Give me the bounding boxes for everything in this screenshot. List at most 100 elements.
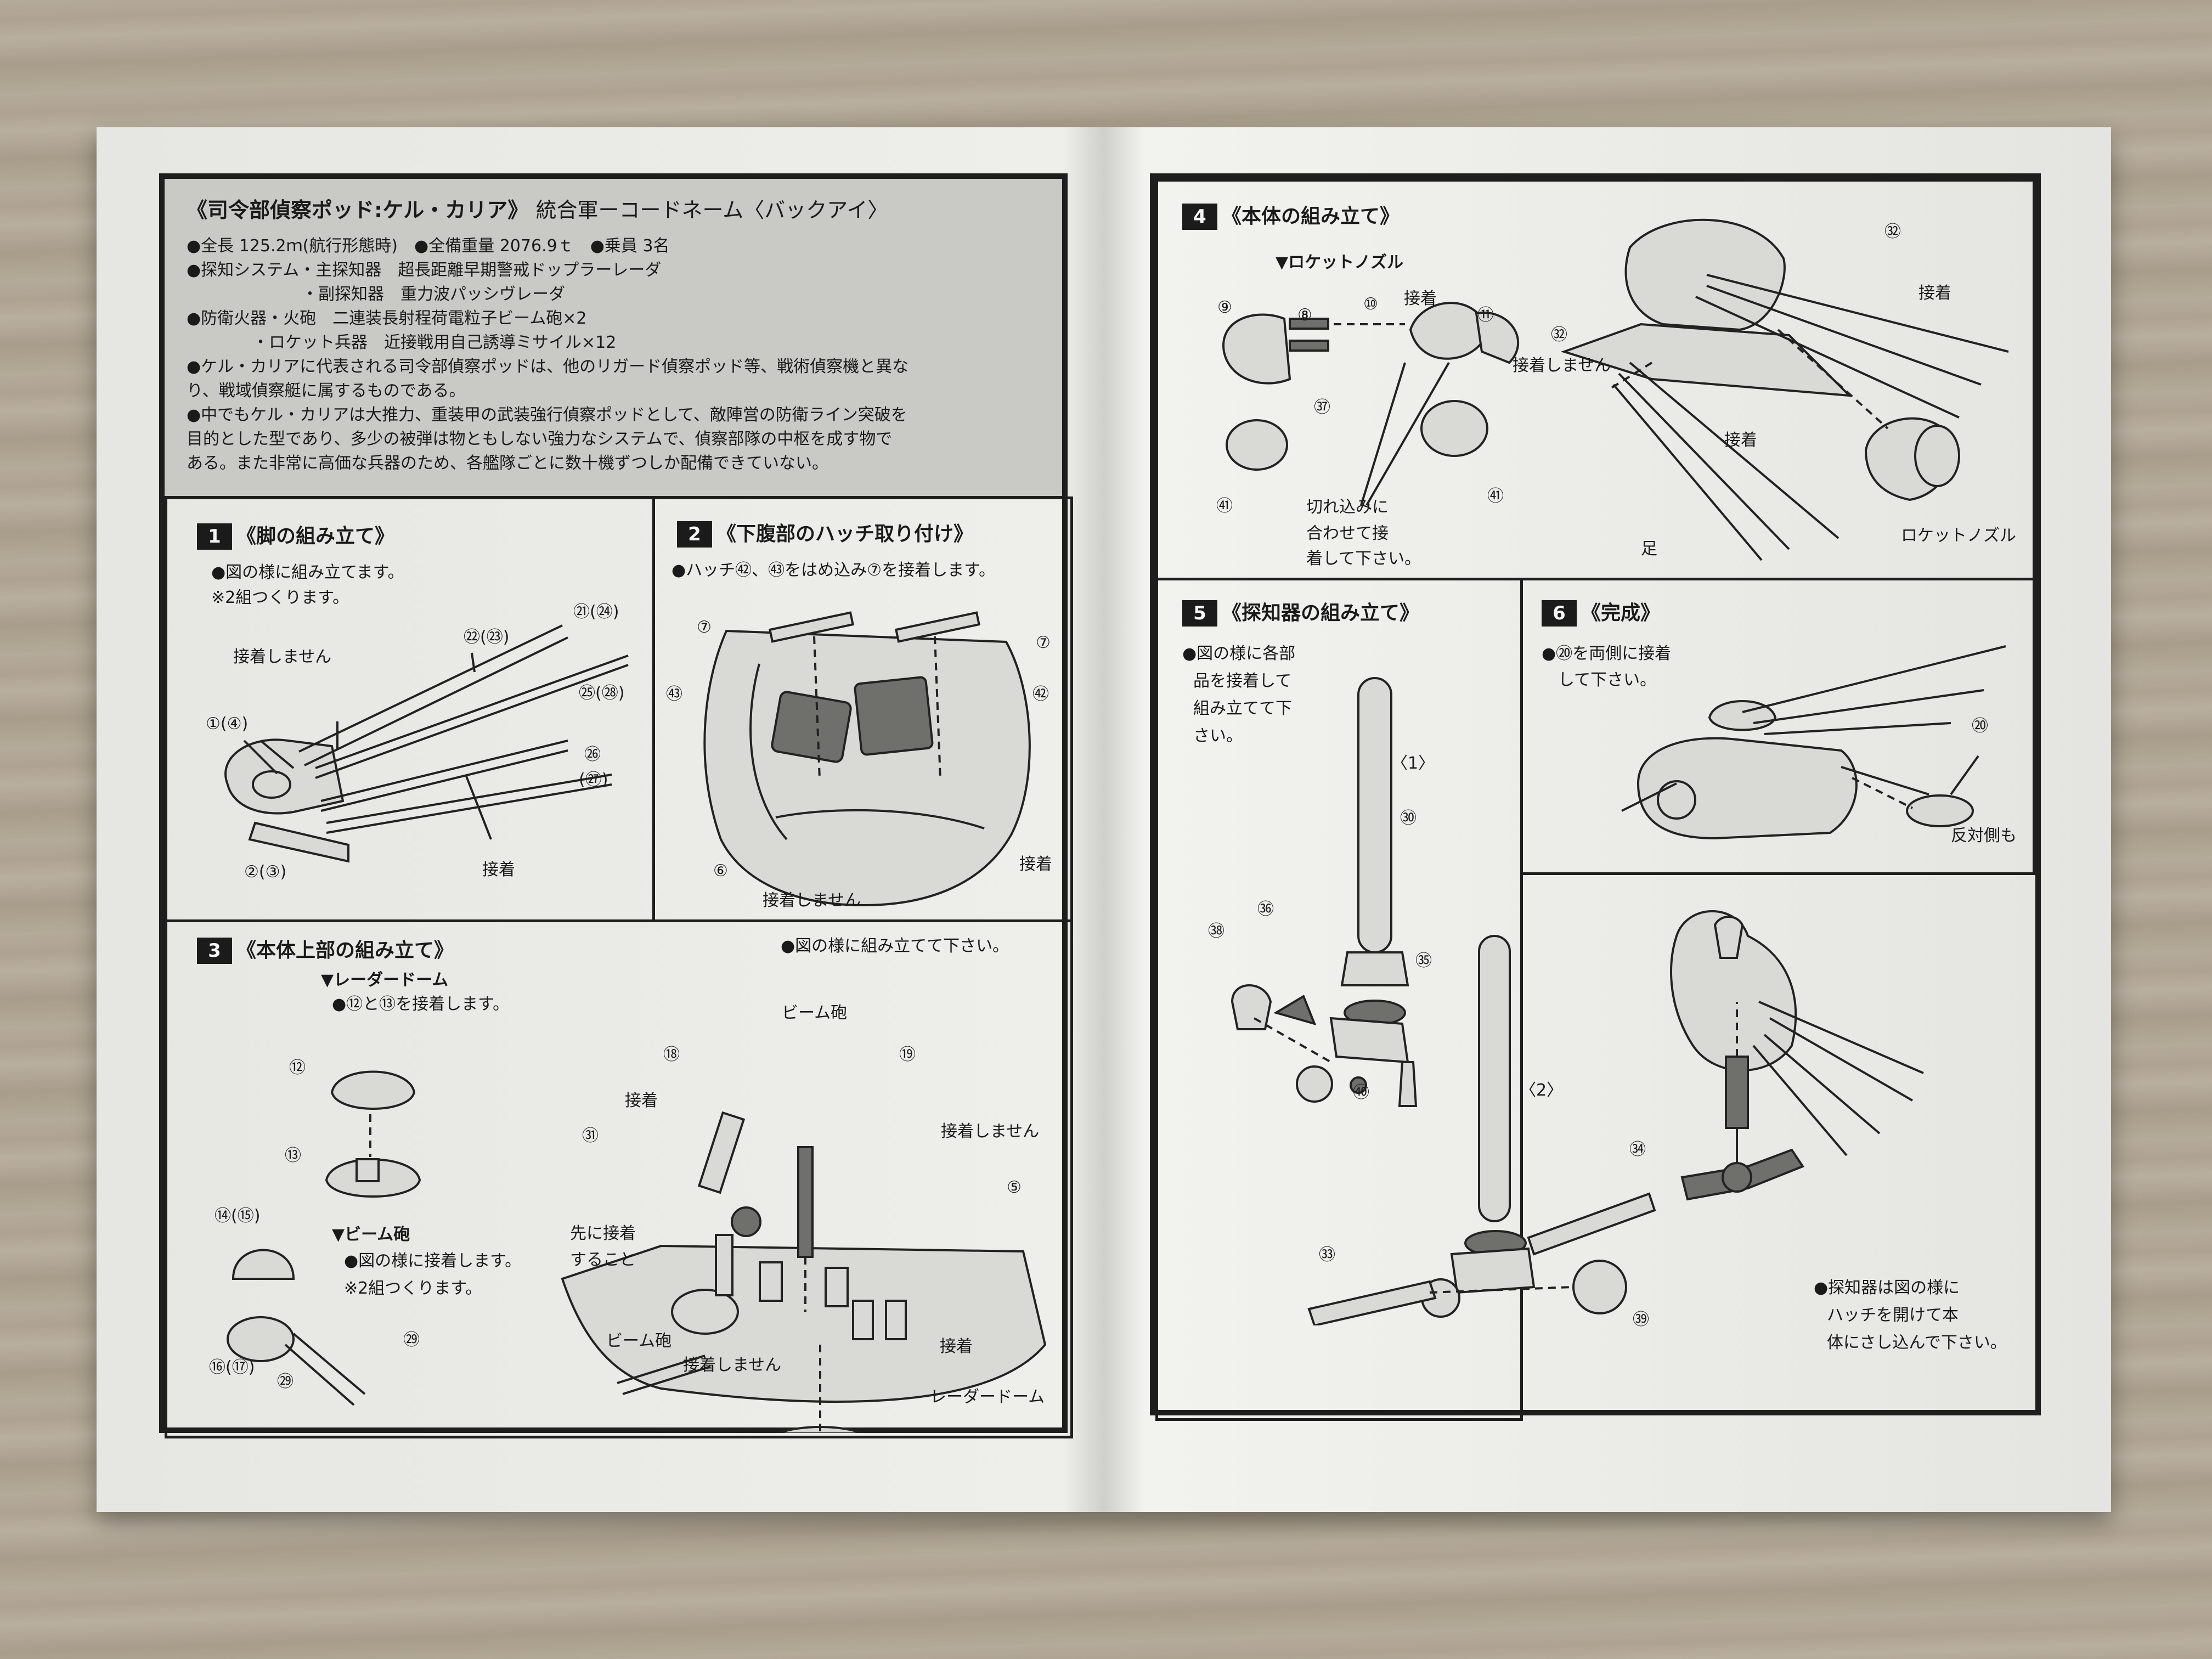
part-number: ⑯(⑰) [209,1358,255,1377]
beam-instruction: ●図の様に接着します。 [344,1251,522,1271]
step-6-instruction: ●⑳を両側に接着 [1542,644,1672,663]
rocket-nozzle-label: ロケットノズル [1901,526,2016,545]
step-number-badge: 3 [197,938,232,964]
left-page: 《司令部偵察ポッド:ケル・カリア》 統合軍ーコードネーム〈バックアイ〉 ●全長 … [159,173,1073,1438]
label-glue: 接着 [625,1091,658,1110]
spec-line: り、戦域偵察艇に属するものである。 [187,381,466,400]
spec-line: ●防衛火器・火砲 二連装長射程荷電粒子ビーム砲×2 [187,309,587,328]
step-6-title: 6《完成》 [1542,597,1660,627]
right-page: 4《本体の組み立て》 ▼ロケットノズル [1150,173,2041,1421]
part-number: ⑪ [1477,306,1494,325]
part-number: ㊶ [1216,496,1233,516]
label-no-glue: 接着しません [233,647,332,667]
part-number: ⑩ [1363,295,1378,314]
part-number: ①(④) [206,714,249,733]
step-2-panel: 2《下腹部のハッチ取り付け》 ●ハッチ㊷、㊸をはめ込み⑦を接着します。 ⑦ ⑦ … [652,496,1073,922]
step-3-panel: 3《本体上部の組み立て》 ●図の様に組み立てて下さい。 ▼レーダードーム ●⑫と… [165,919,1073,1438]
radar-instruction: ●⑫と⑬を接着します。 [332,995,510,1014]
part-number: ⑦ [1036,633,1051,652]
final-note: ハッチを開けて本 [1827,1306,1959,1325]
step-3-instruction: ●図の様に組み立てて下さい。 [781,936,1009,956]
spec-line: ある。また非常に高価な兵器のため、各艦隊ごとに数十機ずつしか配備できていない。 [187,454,828,473]
part-number: ㊳ [1208,922,1224,941]
beam-gun-label: ビーム砲 [782,1003,848,1023]
body-assembly-diagram [1222,218,2009,561]
step-number-badge: 1 [197,523,232,550]
spec-line: ●ケル・カリアに代表される司令部偵察ポッドは、他のリガード偵察ポッド等、戦術偵察… [187,357,909,376]
spec-header: 《司令部偵察ポッド:ケル・カリア》 統合軍ーコードネーム〈バックアイ〉 ●全長 … [165,179,1062,499]
part-number: ㉑(㉔) [573,602,619,622]
complete-model-diagram [1621,645,2006,840]
label-glue: 接着 [1724,431,1757,450]
final-assembly-diagram [1670,910,1924,1201]
final-note: 体にさし込んで下さい。 [1827,1333,2007,1352]
part-number: ㉜ [1884,222,1901,241]
step-5-panel: 5《探知器の組み立て》 ●図の様に各部 品を接着して 組み立てて下 さい。 [1155,578,1523,1421]
part-number: ⑭(⑮) [215,1206,261,1226]
spec-line: ・副探知器 重力波パッシヴレーダ [187,285,565,304]
part-number: ⑦ [697,618,712,637]
part-number: (㉗) [579,770,608,789]
part-number: ㊲ [1314,398,1330,417]
part-number: ⑬ [285,1146,301,1165]
step-number-badge: 4 [1182,204,1217,230]
spec-line: ●探知システム・主探知器 超長距離早期警戒ドップラーレーダ [187,261,662,280]
step-5-instruction: さい。 [1193,726,1243,746]
part-number: ㉒(㉓) [464,628,510,647]
cut-instruction: 合わせて接 [1306,524,1389,543]
beam-gun-label: ビーム砲 [606,1331,672,1351]
beam-heading: ▼ビーム砲 [332,1225,410,1244]
part-number: ⑥ [713,861,728,881]
part-number: ㉟ [1415,951,1432,970]
step-5-instruction: 組み立てて下 [1193,699,1292,718]
part-number: ㉖ [584,745,601,764]
part-number: ㊶ [1487,487,1504,506]
step-1-panel: 1《脚の組み立て》 ●図の様に組み立てます。 ※2組つくります。 接着しません … [165,496,655,922]
hatch-diagram [703,611,1031,907]
part-number: ㉜ [1551,325,1567,345]
label-no-glue: 接着しません [763,891,861,910]
cut-instruction: 着して下さい。 [1306,549,1421,568]
spec-line: ●全長 125.2ｍ(航行形態時) ●全備重量 2076.9ｔ ●乗員 3名 [187,236,670,256]
label-no-glue: 接着しません [683,1356,782,1375]
step-2-title: 2《下腹部のハッチ取り付け》 [677,518,973,548]
label-do-it: すること [570,1250,636,1269]
leg-assembly-diagram [224,624,629,863]
other-side-label: 反対側も [1951,826,2017,845]
nozzle-heading: ▼ロケットノズル [1276,253,1404,272]
label-no-glue: 接着しません [1513,356,1611,375]
part-number: ㉚ [1400,809,1417,828]
radar-dome-label: レーダードーム [930,1387,1045,1407]
label-glue: 接着 [940,1337,973,1356]
leg-label: 足 [1641,539,1657,558]
part-number: ⑧ [1297,306,1312,325]
step-5-title: 5《探知器の組み立て》 [1182,597,1419,627]
part-number: ㊵ [1353,1083,1369,1102]
step-number-badge: 6 [1542,600,1577,627]
radar-heading: ▼レーダードーム [321,970,449,990]
final-note: ●探知器は図の様に [1814,1278,1960,1297]
part-number: ㉕(㉘) [579,684,625,703]
step-2-instruction: ●ハッチ㊷、㊸をはめ込み⑦を接着します。 [672,561,996,580]
part-number: ⑳ [1972,716,1988,736]
step-4-title: 4《本体の組み立て》 [1182,200,1400,230]
part-number: ㉙ [403,1330,420,1350]
part-number: ⑤ [1007,1178,1022,1197]
step-1-note: ※2組つくります。 [211,588,349,607]
step-number-badge: 2 [677,521,712,548]
step-number-badge: 5 [1182,600,1217,627]
part-number: ⑲ [899,1045,916,1064]
spec-line: ・ロケット兵器 近接戦用自己誘導ミサイル×12 [187,333,617,352]
part-number: ㊷ [1032,685,1049,704]
page-subtitle: 統合軍ーコードネーム〈バックアイ〉 [535,198,889,222]
step-3-title: 3《本体上部の組み立て》 [197,934,454,964]
upper-body-diagram [227,1070,1047,1432]
step-1-instruction: ●図の様に組み立てます。 [211,563,404,582]
part-number: ⑨ [1217,298,1232,317]
step-6-instruction: して下さい。 [1558,670,1657,690]
step-1-title: 1《脚の組み立て》 [197,520,394,550]
part-number: ㉞ [1629,1140,1646,1159]
part-number: ㊸ [666,685,682,704]
part-number: ㉛ [582,1126,599,1146]
label-no-glue: 接着しません [941,1122,1040,1141]
